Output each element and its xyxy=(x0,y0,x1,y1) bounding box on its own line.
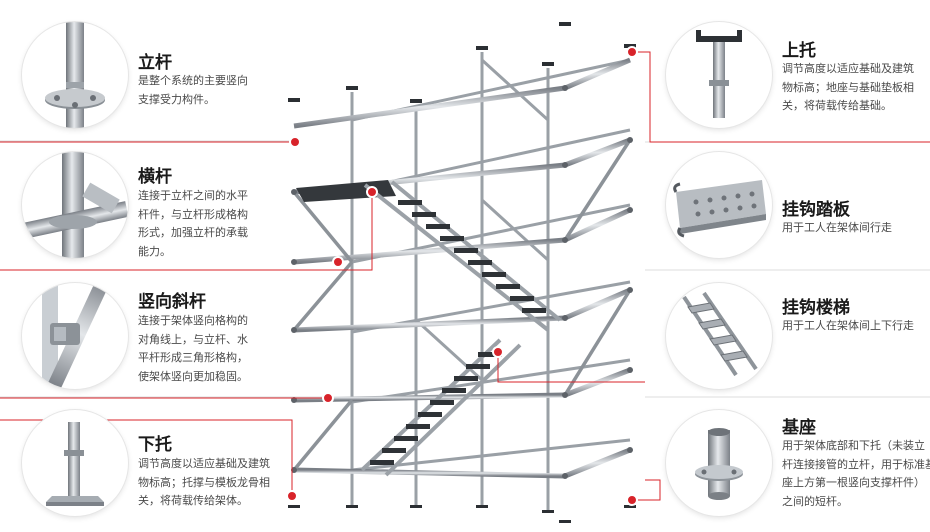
callout-dot-standard xyxy=(289,136,301,148)
callout-dot-diagonal xyxy=(322,392,334,404)
callout-dots xyxy=(286,46,638,506)
scaffold-front-uprights xyxy=(291,26,633,520)
diagonal-brace-description: 连接于架体竖向格构的 对角线上，与立杆、水 平杆形成三角形格构， 使架体竖向更加… xyxy=(138,314,248,383)
hook-stair-title: 挂钩楼梯 xyxy=(782,298,850,318)
diagonal-brace-thumbnail xyxy=(22,283,128,389)
base-jack-thumbnail xyxy=(22,410,128,516)
hook-plank-icon xyxy=(673,180,766,238)
hook-stair-icon xyxy=(682,291,758,377)
stair-upper-flight xyxy=(296,180,562,332)
base-jack-description: 调节高度以适应基础及建筑 物标高；托撑与模板龙骨相 关，将荷载传给架体。 xyxy=(138,457,270,507)
standard-pole-icon xyxy=(45,22,105,128)
rosette-nodes xyxy=(291,85,633,479)
callout-dot-ledger xyxy=(366,186,378,198)
hook-plank-thumbnail xyxy=(666,152,772,258)
callout-dot-base-collar xyxy=(626,494,638,506)
base-collar-title: 基座 xyxy=(782,418,816,438)
diagonal-brace-icon xyxy=(42,283,111,389)
base-collar-description: 用于架体底部和下托（未装立 杆连接接管的立杆，用于标准基 座上方第一根竖向支撑杆… xyxy=(782,439,930,508)
base-collar-thumbnail xyxy=(666,410,772,516)
hook-plank-description: 用于工人在架体间行走 xyxy=(782,221,892,234)
callout-dot-top-jack xyxy=(626,46,638,58)
callout-dot-base-jack xyxy=(286,490,298,502)
bottom-base-plates xyxy=(288,505,636,523)
callout-dot-stair-upper xyxy=(332,256,344,268)
base-collar-icon xyxy=(695,428,743,500)
diagonal-brace-title: 竖向斜杆 xyxy=(138,292,206,312)
hook-plank-title: 挂钩踏板 xyxy=(782,200,850,220)
standard-pole-thumbnail xyxy=(22,22,128,128)
u-head-jack-thumbnail xyxy=(666,22,772,128)
hook-stair-thumbnail xyxy=(666,283,772,389)
base-jack-icon xyxy=(46,422,104,506)
scaffold-diagonal-braces xyxy=(292,139,632,472)
ledger-thumbnail xyxy=(22,152,128,258)
ledger-description: 连接于立杆之间的水平 杆件，与立杆形成格构 形式，加强立杆的承载 能力。 xyxy=(138,189,248,258)
standard-pole-title: 立杆 xyxy=(138,53,172,73)
scaffold-front-ledgers xyxy=(293,57,632,479)
base-jack-title: 下托 xyxy=(138,435,172,455)
ledger-icon xyxy=(22,152,128,258)
u-head-jack-title: 上托 xyxy=(782,41,816,61)
ledger-title: 横杆 xyxy=(138,167,172,187)
callout-connectors xyxy=(0,51,930,501)
hook-stair-description: 用于工人在架体间上下行走 xyxy=(782,319,914,332)
u-head-jack-icon xyxy=(696,30,742,118)
u-head-jack-description: 调节高度以适应基础及建筑 物标高；地座与基础垫板相 关，将荷载传给基础。 xyxy=(782,62,914,112)
top-jacks xyxy=(288,22,636,103)
callout-dot-stair-lower xyxy=(492,346,504,358)
standard-pole-description: 是整个系统的主要竖向 支撑受力构件。 xyxy=(138,74,248,106)
